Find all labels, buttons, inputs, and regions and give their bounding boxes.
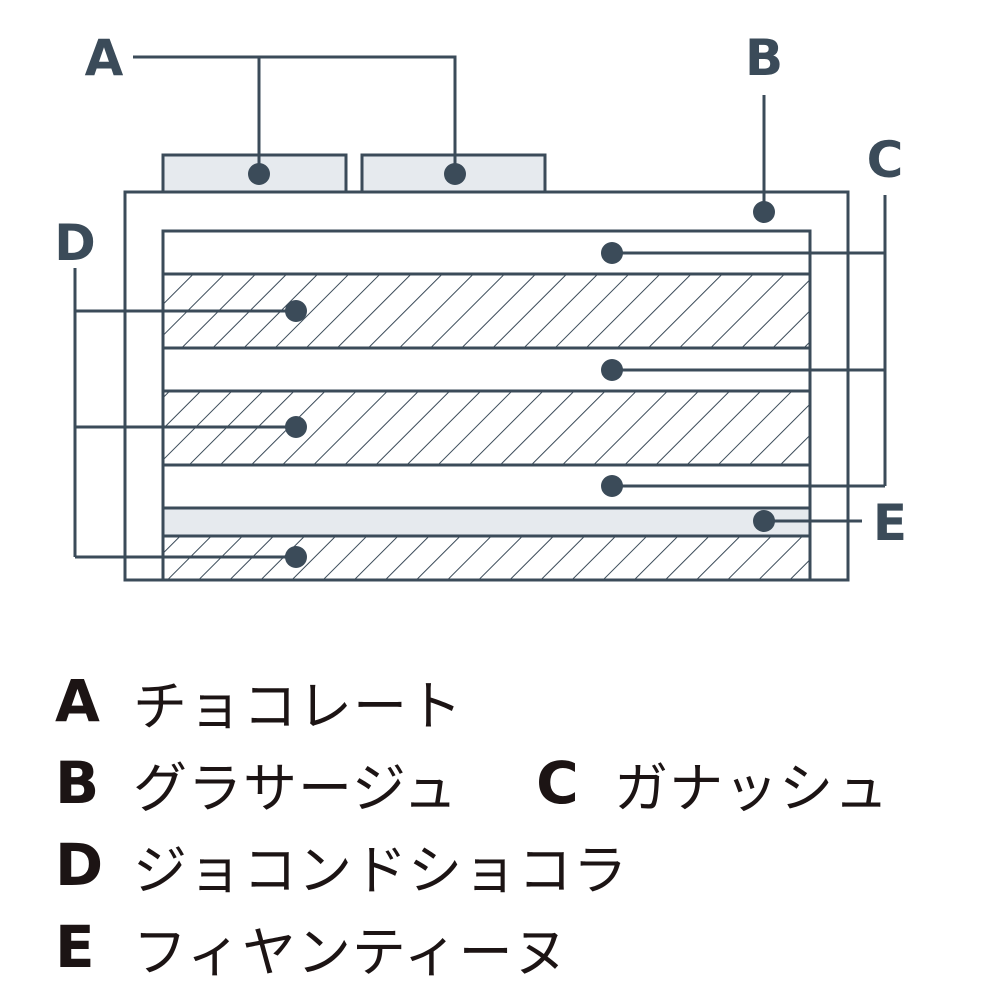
legend-entry-b: B グラサージュ xyxy=(55,744,458,823)
dot-joconde-2 xyxy=(285,416,307,438)
dot-feuillantine xyxy=(753,510,775,532)
legend-entry-c: C ガナッシュ xyxy=(536,744,889,823)
feuillantine-layer xyxy=(161,506,812,538)
callout-b: B xyxy=(745,29,783,87)
dot-joconde-1 xyxy=(285,300,307,322)
dot-joconde-3 xyxy=(285,546,307,568)
dot-glaze xyxy=(753,201,775,223)
legend-row-a: A チョコレート xyxy=(55,660,985,742)
cake-cross-section-diagram: A B C D E xyxy=(54,29,907,582)
dot-ganache-1 xyxy=(601,242,623,264)
callout-d: D xyxy=(54,214,96,272)
dot-chocolate-right xyxy=(444,163,466,185)
leader-dots xyxy=(248,163,775,568)
legend-row-e: E フィヤンティーヌ xyxy=(55,906,985,988)
leader-lines xyxy=(73,55,887,559)
dot-chocolate-left xyxy=(248,163,270,185)
dot-ganache-3 xyxy=(601,475,623,497)
legend-label-e: フィヤンティーヌ xyxy=(133,920,569,984)
callout-c: C xyxy=(867,131,904,189)
legend-key-e: E xyxy=(55,913,95,981)
legend-label-a: チョコレート xyxy=(133,674,463,738)
legend-key-d: D xyxy=(55,831,104,899)
legend-label-c: ガナッシュ xyxy=(614,756,890,820)
legend-label-b: グラサージュ xyxy=(133,756,459,820)
legend-row-d: D ジョコンドショコラ xyxy=(55,824,985,906)
legend-entry-e: E フィヤンティーヌ xyxy=(55,908,569,987)
legend-entry-a: A チョコレート xyxy=(55,662,463,741)
legend-key-c: C xyxy=(536,749,579,817)
callout-e: E xyxy=(873,494,907,552)
legend-label-d: ジョコンドショコラ xyxy=(133,838,628,902)
legend: A チョコレート B グラサージュ C ガナッシュ D ジョコンドショコラ E … xyxy=(55,660,985,988)
legend-key-b: B xyxy=(55,749,100,817)
legend-key-a: A xyxy=(55,667,100,735)
dot-ganache-2 xyxy=(601,359,623,381)
legend-entry-d: D ジョコンドショコラ xyxy=(55,826,628,905)
callout-a: A xyxy=(85,29,124,87)
legend-row-b-c: B グラサージュ C ガナッシュ xyxy=(55,742,985,824)
